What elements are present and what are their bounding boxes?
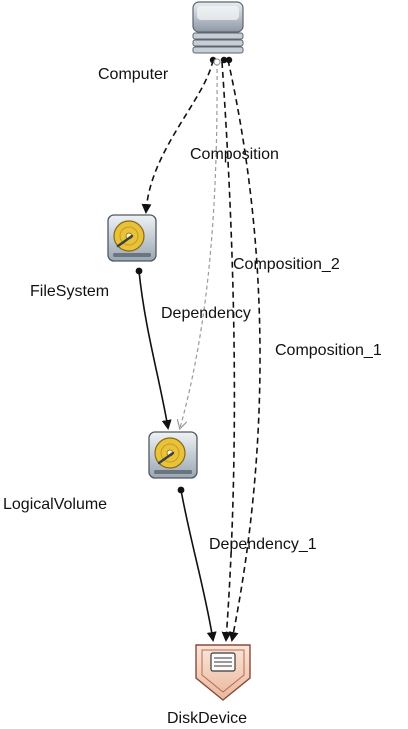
edge-endpoint-dot — [225, 56, 233, 64]
edge-endpoint-dot — [220, 56, 228, 64]
edge-label-computer: Computer — [98, 66, 169, 83]
edge-label-dependency-1: Dependency_1 — [209, 536, 317, 553]
node-label-logicalvolume: LogicalVolume — [3, 496, 108, 513]
edge-endpoint-dot — [135, 267, 143, 275]
hard-disk-icon[interactable] — [148, 431, 198, 479]
edge-dependency-1[interactable] — [180, 489, 217, 642]
edge-label-composition-2: Composition_2 — [233, 256, 340, 273]
edge-endpoint-dot — [177, 486, 185, 494]
node-label-diskdevice: DiskDevice — [167, 710, 248, 727]
edge-label-composition: Composition — [190, 146, 279, 163]
edge-label-composition-1: Composition_1 — [275, 342, 382, 359]
edge-dependency[interactable] — [138, 270, 172, 430]
node-label-filesystem: FileSystem — [30, 283, 110, 300]
edge-label-dependency: Dependency — [161, 305, 251, 322]
edge-composition[interactable] — [180, 61, 218, 428]
disk-device-icon[interactable] — [195, 644, 251, 701]
hard-disk-icon[interactable] — [107, 214, 157, 262]
edge-composition-1[interactable] — [227, 59, 261, 642]
server-stack-icon[interactable] — [192, 1, 244, 54]
edge-endpoint-dot — [213, 58, 221, 66]
edge-computer[interactable] — [141, 59, 214, 214]
